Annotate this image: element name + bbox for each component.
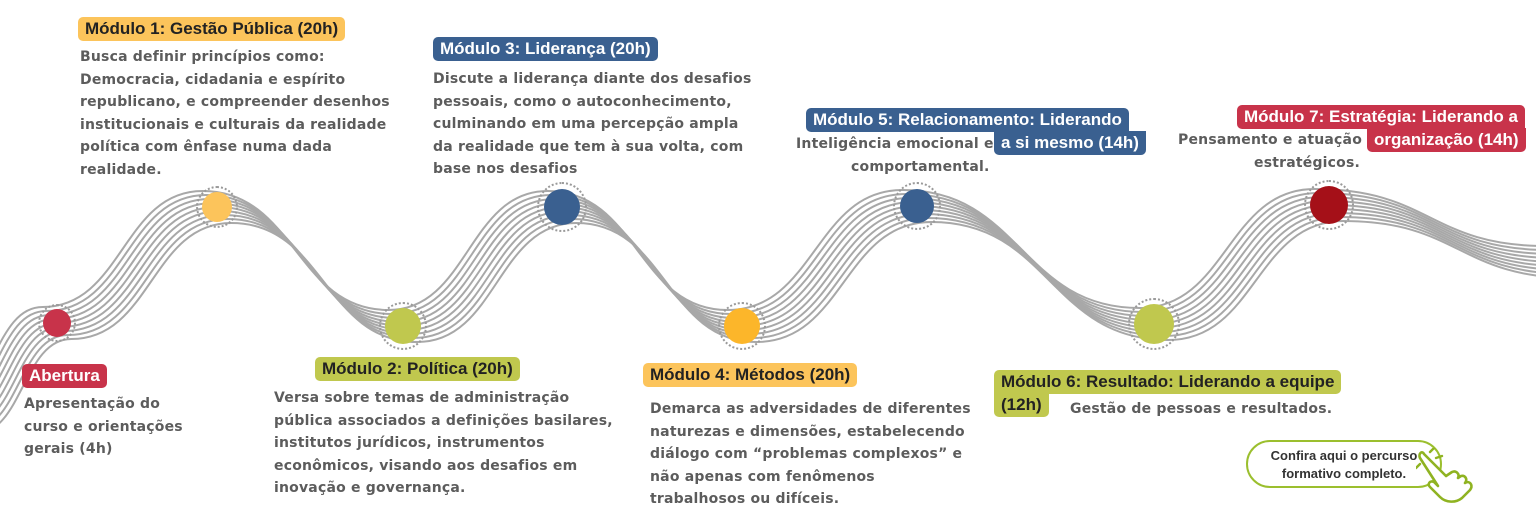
desc-modulo-6: Gestão de pessoas e resultados. [1070,401,1333,417]
node-core [544,189,580,225]
node-core [1310,186,1348,224]
badge-modulo-4: Módulo 4: Métodos (20h) [643,363,858,387]
node-m3[interactable] [537,182,587,232]
badge-modulo-2: Módulo 2: Política (20h) [315,357,520,381]
pointing-hand-icon [1416,448,1473,503]
cta-line-2: formativo completo. [1281,466,1407,481]
badge-modulo-5-line2: a si mesmo (14h) [994,131,1146,155]
badge-modulo-7-line2: organização (14h) [1367,128,1526,152]
node-abertura[interactable] [38,304,76,342]
node-m4[interactable] [718,302,766,350]
node-core [900,189,934,223]
badge-abertura: Abertura [22,364,107,388]
badge-modulo-6-line1: Módulo 6: Resultado: Liderando a equipe [994,370,1342,394]
node-m2[interactable] [379,302,427,350]
wave-line-7 [0,211,1536,408]
badge-modulo-7-line1: Módulo 7: Estratégia: Liderando a [1237,105,1525,129]
cta-line-1: Confira aqui o percurso [1270,448,1418,463]
badge-modulo-1: Módulo 1: Gestão Pública (20h) [78,17,346,41]
node-m1[interactable] [196,186,238,228]
node-core [724,308,760,344]
badge-modulo-3: Módulo 3: Liderança (20h) [433,37,658,61]
badge-modulo-6-line2: (12h) [994,393,1049,417]
desc-modulo-1: Busca definir princípios como:Democracia… [80,49,390,178]
badge-modulo-5-line1: Módulo 5: Relacionamento: Liderando [806,108,1129,132]
node-m5[interactable] [893,182,941,230]
node-m7[interactable] [1304,180,1354,230]
node-core [1134,304,1174,344]
node-core [385,308,421,344]
wave-line-9 [0,219,1536,424]
node-core [202,192,232,222]
percurso-formativo-button[interactable]: Confira aqui o percurso formativo comple… [1246,440,1442,488]
node-core [43,309,71,337]
node-m6[interactable] [1128,298,1180,350]
